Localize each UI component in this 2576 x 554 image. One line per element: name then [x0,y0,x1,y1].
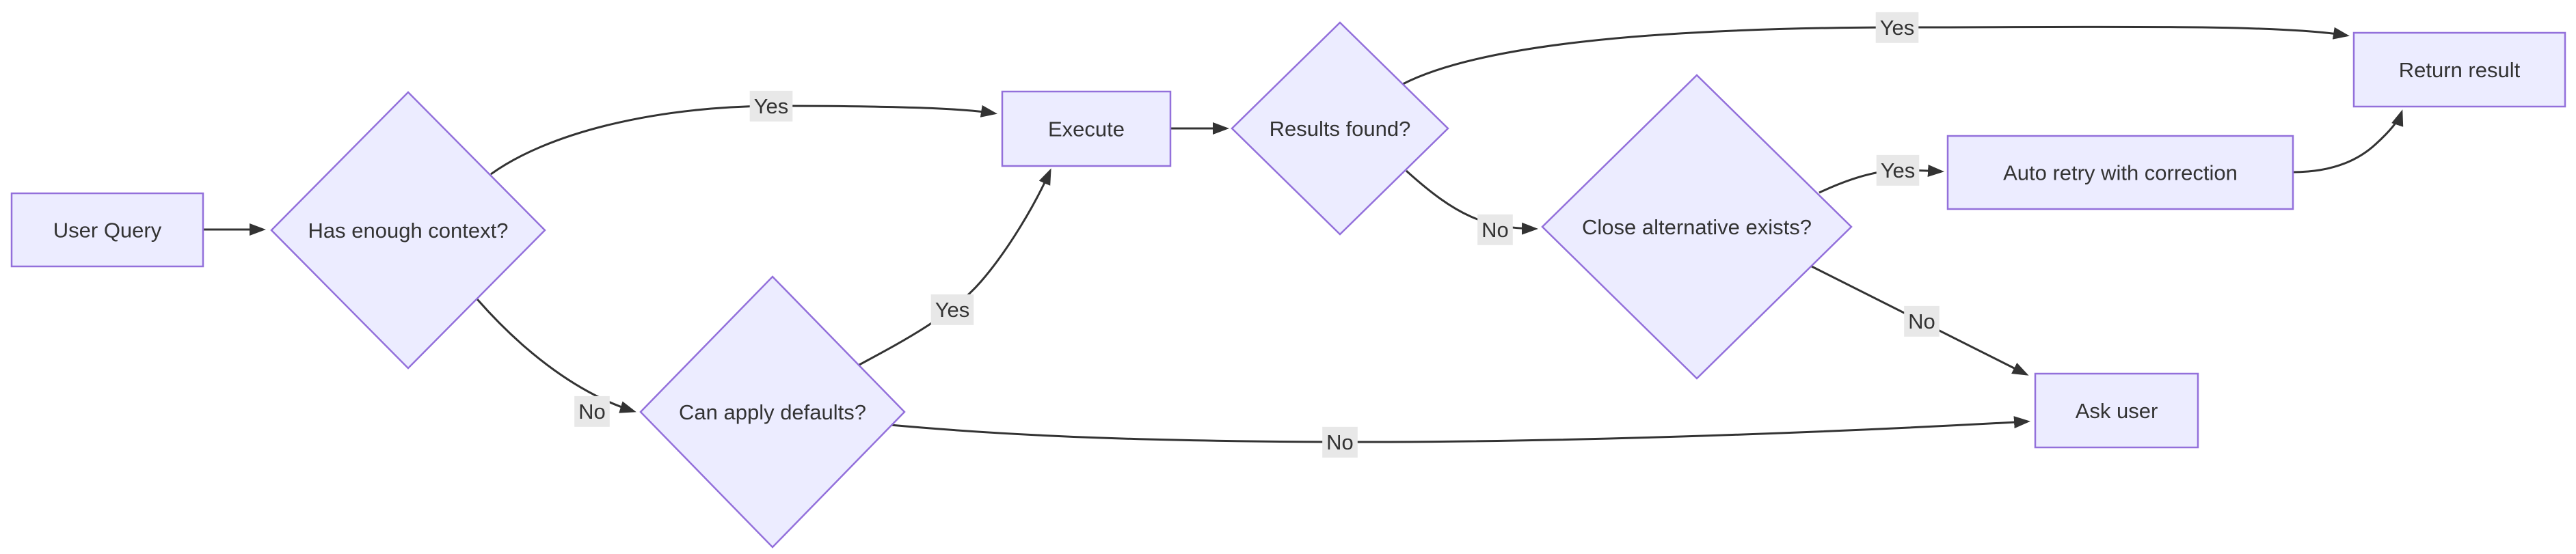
node-return-result: Return result [2352,31,2566,108]
close-alt-diamond [1541,74,1853,380]
edge-label-bg-can-defaults-no-to-ask-user [1322,426,1358,458]
edge-label-bg-results-found-yes-to-return [1875,12,1919,43]
edge-label-text-close-alt-yes-to-auto-retry: Yes [1881,158,1916,182]
edge-label-bg-has-context-yes-to-execute [749,90,793,122]
node-auto-retry: Auto retry with correction [1946,135,2294,210]
ask-user-label: Ask user [2076,399,2158,423]
edge-label-bg-close-alt-yes-to-auto-retry [1876,154,1920,186]
return-result-label: Return result [2399,58,2521,82]
auto-retry-label: Auto retry with correction [2003,161,2238,184]
edge-results-found-yes-to-return [1402,25,2350,85]
edge-can-defaults-no-to-ask-user [889,416,2030,443]
edge-label-results-found-yes-to-return: Yes [1875,12,1919,43]
edge-label-can-defaults-no-to-ask-user: No [1322,426,1358,458]
edge-label-close-alt-yes-to-auto-retry: Yes [1876,154,1920,186]
results-found-label: Results found? [1270,117,1411,141]
user-query-box [10,192,204,268]
auto-retry-box [1946,135,2294,210]
node-can-defaults: Can apply defaults? [639,275,906,549]
node-execute: Execute [1001,90,1172,167]
edge-label-bg-has-context-no-to-can-defaults [574,396,610,427]
edge-label-close-alt-no-to-ask-user: No [1904,305,1940,337]
node-has-context: Has enough context? [270,91,546,370]
edge-label-has-context-yes-to-execute: Yes [749,90,793,122]
edge-label-bg-close-alt-no-to-ask-user [1904,305,1940,337]
execute-box [1001,90,1172,167]
has-context-label: Has enough context? [308,219,509,243]
edge-label-text-close-alt-no-to-ask-user: No [1908,309,1935,333]
edge-label-has-context-no-to-can-defaults: No [574,396,610,427]
can-defaults-diamond [639,275,906,549]
results-found-diamond [1231,21,1449,236]
edge-label-text-has-context-yes-to-execute: Yes [754,94,789,118]
edge-can-defaults-yes-to-execute [857,168,1051,367]
edge-label-bg-can-defaults-yes-to-execute [930,294,974,325]
edge-label-can-defaults-yes-to-execute: Yes [930,294,974,325]
edge-label-text-can-defaults-no-to-ask-user: No [1326,430,1354,454]
edge-label-text-has-context-no-to-can-defaults: No [578,400,606,424]
has-context-diamond [270,91,546,370]
edge-auto-retry-to-return-result [2292,109,2404,174]
node-close-alt: Close alternative exists? [1541,74,1853,380]
edge-label-text-results-found-yes-to-return: Yes [1880,16,1915,40]
can-defaults-label: Can apply defaults? [679,400,866,424]
close-alt-label: Close alternative exists? [1582,215,1812,239]
node-user-query: User Query [10,192,204,268]
ask-user-box [2034,372,2199,449]
edge-label-text-results-found-no-to-close-alt: No [1481,218,1509,242]
node-ask-user: Ask user [2034,372,2199,449]
node-results-found: Results found? [1231,21,1449,236]
return-result-box [2352,31,2566,108]
edge-has-context-no-to-can-defaults [476,299,636,413]
user-query-label: User Query [53,218,162,242]
edge-has-context-yes-to-execute [490,105,997,176]
edge-results-found-no-to-close-alt [1405,169,1538,235]
execute-label: Execute [1048,117,1125,141]
edge-label-results-found-no-to-close-alt: No [1477,214,1513,245]
edge-label-text-can-defaults-yes-to-execute: Yes [935,298,970,322]
edge-label-bg-results-found-no-to-close-alt [1477,214,1513,245]
